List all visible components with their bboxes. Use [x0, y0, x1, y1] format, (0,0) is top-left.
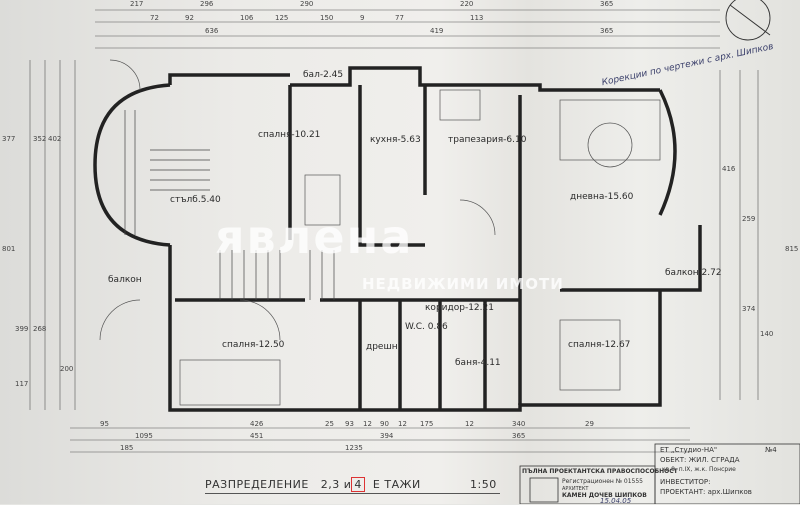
- watermark-subtitle: НЕДВИЖИМИ ИМОТИ: [362, 275, 564, 293]
- dim-bottom: 95: [100, 420, 109, 428]
- dim-top: 92: [185, 14, 194, 22]
- title-text: РАЗПРЕДЕЛЕНИЕ: [205, 478, 309, 491]
- dim-bottom: 12: [398, 420, 407, 428]
- room-label: дневна-15.60: [570, 192, 634, 202]
- dim-left: 801: [2, 245, 16, 253]
- room-label: спалня-12.50: [222, 340, 285, 350]
- dim-bottom: 1235: [345, 444, 363, 452]
- stairs: [124, 110, 335, 300]
- dim-top: 77: [395, 14, 404, 22]
- title-block-designer: ПРОЕКТАНТ: арх.Шипков: [660, 488, 752, 496]
- title-underline: [205, 493, 500, 494]
- room-label: стълб.5.40: [170, 195, 221, 205]
- dim-bottom: 90: [380, 420, 389, 428]
- dim-left: 352: [33, 135, 47, 143]
- room-label: спалня-10.21: [258, 130, 321, 140]
- stamp-header: ПЪЛНА ПРОЕКТАНТСКА ПРАВОСПОСОБНОСТ: [522, 468, 678, 475]
- room-label: балкон: [108, 275, 142, 285]
- dim-bottom: 1095: [135, 432, 153, 440]
- dim-left: 377: [2, 135, 16, 143]
- dim-top: 9: [360, 14, 365, 22]
- watermark-brand: явлена: [215, 210, 414, 264]
- dim-top: 365: [600, 27, 614, 35]
- dim-bottom: 175: [420, 420, 434, 428]
- room-label: баня-4.11: [455, 358, 501, 368]
- dim-right: 416: [722, 165, 736, 173]
- dim-left: 200: [60, 365, 74, 373]
- dim-bottom: 394: [380, 432, 394, 440]
- stamp-role: АРХИТЕКТ: [562, 486, 589, 492]
- dim-bottom: 426: [250, 420, 264, 428]
- dim-top: 106: [240, 14, 254, 22]
- title-block-frame: [519, 443, 800, 504]
- room-label: балкон 2.72: [665, 268, 722, 278]
- dim-top: 150: [320, 14, 334, 22]
- dim-right: 140: [760, 330, 774, 338]
- dim-left: 117: [15, 380, 29, 388]
- dim-top: 125: [275, 14, 289, 22]
- dim-top: 290: [300, 0, 314, 8]
- dim-top: 72: [150, 14, 159, 22]
- walls: [93, 66, 702, 412]
- dim-bottom: 185: [120, 444, 134, 452]
- dim-bottom: 12: [363, 420, 372, 428]
- room-label: дрешн: [366, 342, 398, 352]
- dim-bottom: 29: [585, 420, 594, 428]
- room-label: коридор-12.21: [425, 303, 494, 313]
- dim-left: 402: [48, 135, 62, 143]
- dim-bottom: 340: [512, 420, 526, 428]
- floors-prefix: 2,3 и: [320, 478, 352, 491]
- dim-top: 217: [130, 0, 144, 8]
- dim-top: 365: [600, 0, 614, 8]
- title-block-location: кв.8, п.IX, ж.к. Понсрие: [662, 466, 736, 473]
- dim-top: 636: [205, 27, 219, 35]
- furniture: [99, 59, 661, 406]
- drawing-scale: 1:50: [470, 478, 497, 491]
- title-block-object: ОБЕКТ: ЖИЛ. СГРАДА: [660, 456, 740, 464]
- room-label: спалня-12.67: [568, 340, 631, 350]
- dim-bottom: 451: [250, 432, 264, 440]
- floors-suffix: Е ТАЖИ: [372, 478, 421, 491]
- room-label: W.C. 0.86: [405, 322, 448, 332]
- north-arrow-icon: [725, 0, 771, 41]
- dim-top: 220: [460, 0, 474, 8]
- stamp-registration: Регистрационен № 01555: [562, 478, 643, 485]
- room-label: трапезария-6.10: [448, 135, 527, 145]
- stamp-name: КАМЕН ДОЧЕВ ШИПКОВ: [562, 492, 647, 499]
- dim-bottom: 365: [512, 432, 526, 440]
- title-block-sheet: №4: [765, 446, 777, 454]
- room-label: кухня-5.63: [370, 135, 421, 145]
- dim-right: 259: [742, 215, 756, 223]
- dim-right: 815: [785, 245, 799, 253]
- dim-bottom: 25: [325, 420, 334, 428]
- stamp-date: 15.04.05: [600, 497, 632, 505]
- dim-top: 419: [430, 27, 444, 35]
- title-block-investor: ИНВЕСТИТОР:: [660, 478, 711, 486]
- dim-top: 296: [200, 0, 214, 8]
- dimension-lines: [29, 9, 759, 453]
- dim-left: 268: [33, 325, 47, 333]
- dim-bottom: 12: [465, 420, 474, 428]
- dim-right: 374: [742, 305, 756, 313]
- room-label: бал-2.45: [303, 70, 344, 80]
- dim-left: 399: [15, 325, 29, 333]
- dim-bottom: 93: [345, 420, 354, 428]
- dim-top: 113: [470, 14, 484, 22]
- floor-highlight: 4: [351, 477, 365, 492]
- title-block-firm: ЕТ „Студио-НА": [660, 446, 718, 454]
